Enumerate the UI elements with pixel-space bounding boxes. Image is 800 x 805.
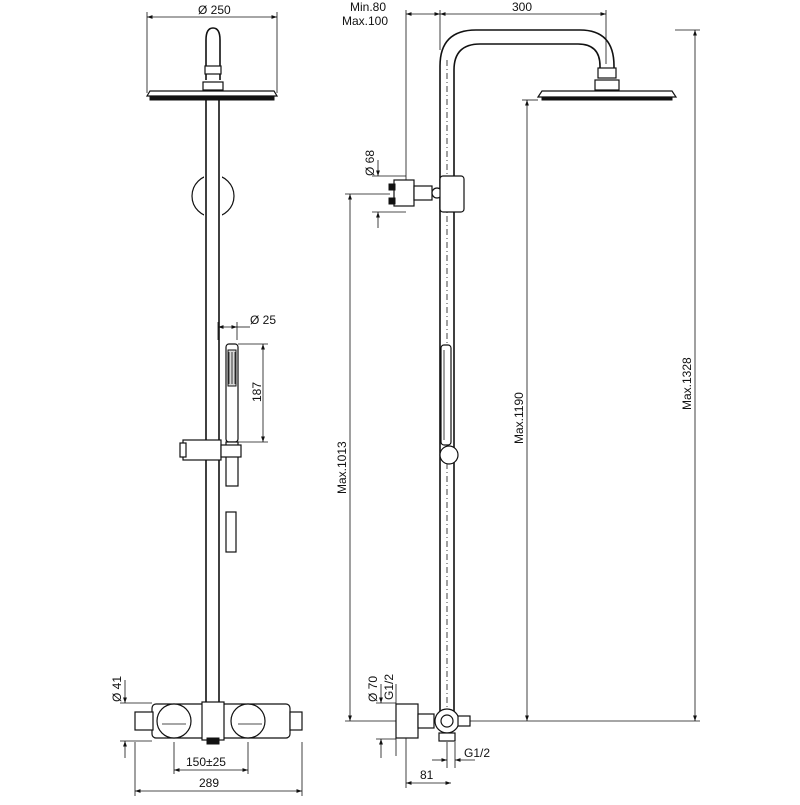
wall-bracket-front <box>191 174 235 218</box>
front-view: Ø 250 Ø 25 <box>110 3 303 796</box>
mixer-depth-label: 81 <box>420 768 434 782</box>
head-diameter-label: Ø 250 <box>198 3 231 17</box>
hand-shower-side <box>439 344 459 465</box>
overhead-shower-side <box>536 90 678 101</box>
mixer-diameter-label: Ø 41 <box>110 676 124 702</box>
thermostatic-mixer-side <box>395 703 471 742</box>
hand-shower-front <box>225 343 239 487</box>
max-offset-label: Max.100 <box>342 14 388 28</box>
min-offset-label: Min.80 <box>350 0 386 14</box>
arm-length-label: 300 <box>512 0 532 14</box>
slide-holder-front <box>179 439 242 461</box>
side-view: Min.80 Max.100 300 Max.1328 Max.1190 <box>335 0 700 788</box>
hand-diameter-label: Ø 25 <box>250 313 276 327</box>
center-distance-label: 150±25 <box>186 755 226 769</box>
max-1328-label: Max.1328 <box>680 357 694 410</box>
overhead-shower-front <box>145 90 279 101</box>
max-1190-label: Max.1190 <box>512 392 526 444</box>
hand-length-label: 187 <box>250 382 264 402</box>
thermostatic-mixer-front <box>134 701 303 745</box>
wall-bracket-side <box>388 175 465 213</box>
holder-diameter-label: Ø 68 <box>363 150 377 176</box>
inlet-thread-upper-label: G1/2 <box>382 674 396 700</box>
max-1013-label: Max.1013 <box>335 441 349 494</box>
mixer-width-label: 289 <box>199 776 219 790</box>
escutcheon-diameter-label: Ø 70 <box>366 676 380 702</box>
inlet-thread-lower-label: G1/2 <box>464 746 490 760</box>
